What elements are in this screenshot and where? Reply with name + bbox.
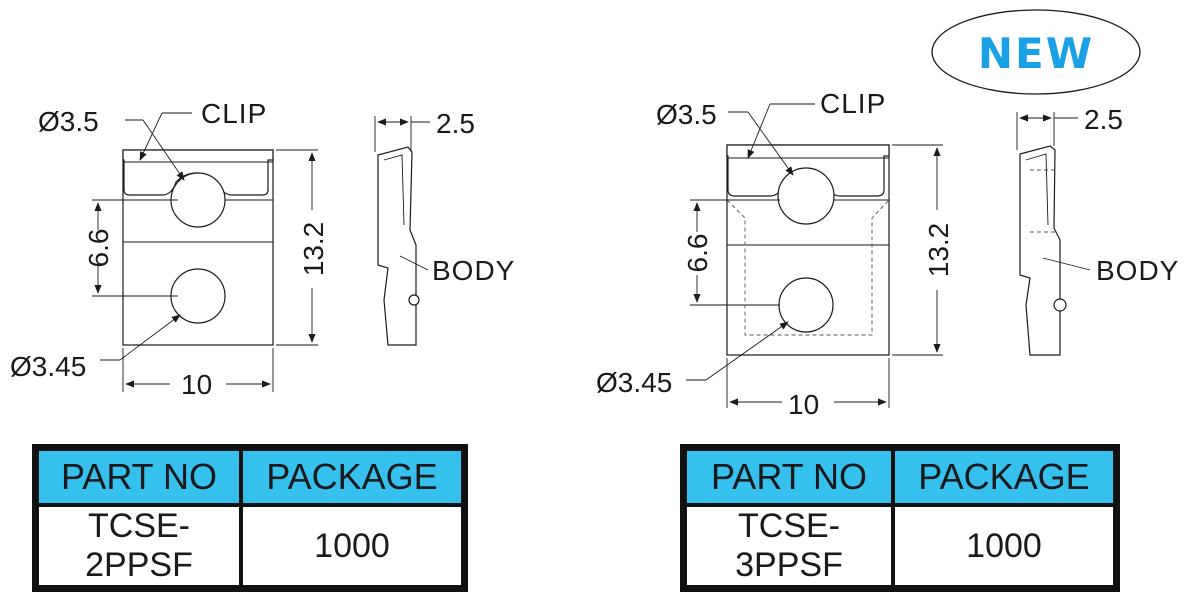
- left-body-label: BODY: [432, 255, 515, 286]
- right-clip-label: CLIP: [820, 88, 886, 119]
- left-height: 13.2: [298, 222, 329, 277]
- left-width: 10: [181, 369, 212, 400]
- left-side-view: [374, 116, 430, 346]
- right-hole-spacing: 6.6: [682, 234, 713, 273]
- right-hole-bottom-dia: Ø3.45: [596, 367, 672, 398]
- technical-drawing: Ø3.5 CLIP 2.5 BODY Ø3.45 10 6.6 13.2 NEW: [10, 9, 1179, 420]
- new-badge-text: NEW: [978, 29, 1094, 78]
- left-labels: Ø3.5 CLIP 2.5 BODY Ø3.45 10 6.6 13.2: [10, 98, 515, 400]
- right-header-package: PACKAGE: [893, 449, 1115, 505]
- left-clip-label: CLIP: [201, 98, 267, 129]
- right-front-view: [726, 144, 890, 356]
- right-header-part-no: PART NO: [685, 449, 893, 505]
- right-package: 1000: [893, 505, 1115, 587]
- left-part-table: PART NO PACKAGE TCSE-2PPSF 1000: [32, 444, 468, 592]
- left-header-package: PACKAGE: [241, 449, 463, 505]
- right-height: 13.2: [923, 223, 954, 278]
- right-width: 10: [788, 389, 819, 420]
- new-badge: NEW: [931, 9, 1141, 95]
- right-part-no: TCSE-3PPSF: [685, 505, 893, 587]
- right-thickness: 2.5: [1084, 104, 1123, 135]
- left-front-view: [122, 149, 274, 346]
- left-hole-top-dia: Ø3.5: [38, 106, 99, 137]
- right-dimensions: [686, 103, 943, 408]
- left-header-part-no: PART NO: [37, 449, 241, 505]
- right-part-table: PART NO PACKAGE TCSE-3PPSF 1000: [680, 444, 1120, 592]
- right-hole-top-dia: Ø3.5: [656, 99, 717, 130]
- right-body-label: BODY: [1096, 255, 1179, 286]
- right-labels: Ø3.5 CLIP 2.5 BODY Ø3.45 10 6.6 13.2: [596, 88, 1179, 420]
- left-hole-bottom-dia: Ø3.45: [10, 351, 86, 382]
- left-thickness: 2.5: [436, 108, 475, 139]
- left-part-no: TCSE-2PPSF: [37, 505, 241, 587]
- left-package: 1000: [241, 505, 463, 587]
- left-dimensions: [92, 112, 318, 392]
- left-hole-spacing: 6.6: [83, 229, 114, 268]
- right-side-view: [1016, 112, 1091, 356]
